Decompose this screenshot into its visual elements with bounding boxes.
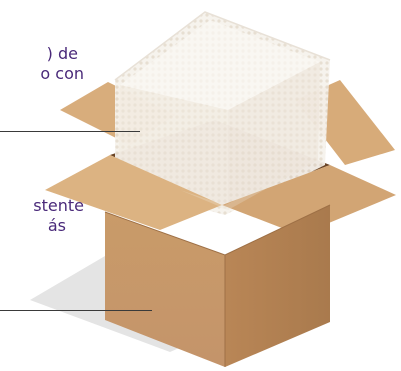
front-right-flap [222, 165, 396, 235]
callout-text-1-line-1: ) de [46, 44, 78, 63]
front-left-flap [45, 155, 222, 230]
callout-text-1-line-2: o con [40, 64, 84, 83]
callout-text-2-line-2: ás [47, 216, 66, 235]
box-side-face [225, 205, 330, 367]
box-front-face [105, 212, 225, 367]
bubble-wrap-package-icon [114, 11, 331, 215]
callout-text-2-line-1: stente [33, 196, 84, 215]
callout-line-box [0, 310, 152, 311]
callout-line-package [0, 131, 140, 132]
